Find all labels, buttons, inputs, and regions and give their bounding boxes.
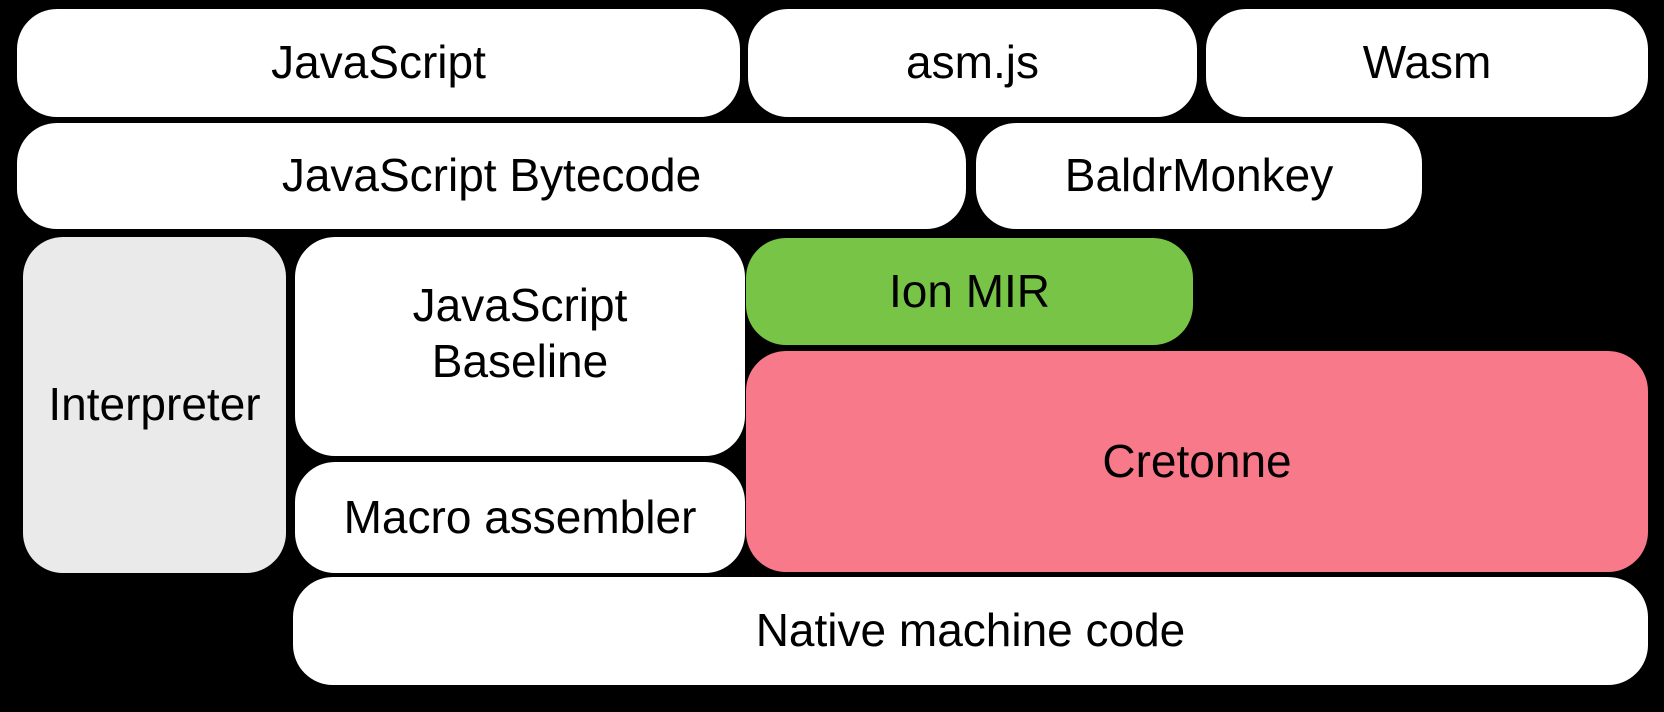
block-interpreter-label: Interpreter: [48, 378, 261, 431]
block-cretonne-label: Cretonne: [1102, 434, 1292, 487]
block-wasm-label: Wasm: [1362, 36, 1492, 89]
block-javascript-bytecode-label: JavaScript Bytecode: [281, 149, 702, 202]
block-macro-assembler-label: Macro assembler: [343, 490, 697, 543]
block-ion-mir: Ion MIR: [746, 238, 1193, 345]
block-ion-mir-label: Ion MIR: [888, 264, 1051, 317]
block-cretonne: Cretonne: [746, 351, 1648, 572]
block-baldrmonkey-label: BaldrMonkey: [1064, 149, 1334, 202]
block-javascript-baseline: JavaScript Baseline: [295, 237, 745, 456]
block-native-machine-code: Native machine code: [293, 577, 1648, 685]
block-wasm: Wasm: [1206, 9, 1648, 117]
block-javascript-bytecode: JavaScript Bytecode: [17, 123, 966, 229]
block-baldrmonkey: BaldrMonkey: [976, 123, 1422, 229]
block-javascript-baseline-label-line2: Baseline: [431, 334, 609, 387]
block-javascript-label: JavaScript: [271, 36, 486, 89]
block-asmjs-label: asm.js: [906, 36, 1039, 89]
block-macro-assembler: Macro assembler: [295, 462, 745, 573]
block-javascript-baseline-label-line1: JavaScript: [412, 279, 628, 332]
block-interpreter: Interpreter: [23, 237, 286, 573]
block-asmjs: asm.js: [748, 9, 1197, 117]
block-native-machine-code-label: Native machine code: [755, 604, 1186, 657]
block-javascript: JavaScript: [17, 9, 740, 117]
